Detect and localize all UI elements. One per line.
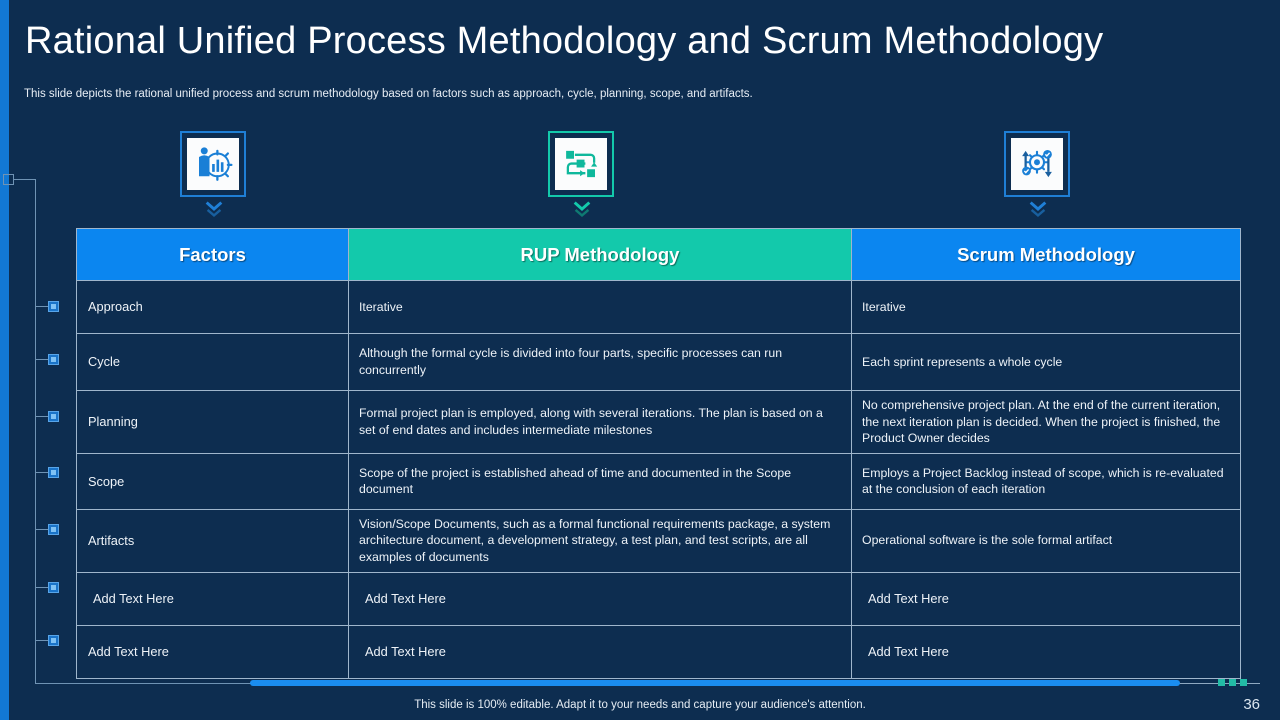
row-bullet-line-3 [36,416,48,417]
row-bullet-line-6 [36,587,48,588]
cell-factor: Cycle [76,333,349,391]
table-row: Artifacts Vision/Scope Documents, such a… [76,508,1241,573]
icon-card-factors-inner [187,138,239,190]
pagination-dot-3[interactable] [1240,679,1247,686]
icon-card-rup-inner [555,138,607,190]
row-bullet-line-7 [36,640,48,641]
cell-scrum: Each sprint represents a whole cycle [851,333,1241,391]
cell-rup: Iterative [348,280,852,334]
footer-note: This slide is 100% editable. Adapt it to… [414,699,866,711]
chevron-down-icon-3 [1029,201,1047,217]
row-bullet-extra-2 [48,635,59,646]
cell-rup: Although the formal cycle is divided int… [348,333,852,391]
connector-vertical-line [35,179,36,684]
cell-factor: Planning [76,390,349,454]
pagination-dot-1[interactable] [1218,679,1225,686]
icon-card-scrum-inner [1011,138,1063,190]
cell-scrum: No comprehensive project plan. At the en… [851,390,1241,454]
icon-card-rup [548,131,614,197]
people-analytics-gear-icon [199,147,233,181]
connector-top-line [14,179,36,180]
column-header-scrum: Scrum Methodology [851,228,1241,281]
cell-scrum-placeholder[interactable]: Add Text Here [851,571,1241,626]
connector-start-square [3,174,14,185]
cell-factor-placeholder[interactable]: Add Text Here [76,571,349,626]
page-title: Rational Unified Process Methodology and… [25,20,1104,62]
chevron-down-icon-1 [205,201,223,217]
cell-scrum: Employs a Project Backlog instead of sco… [851,452,1241,510]
cell-rup: Scope of the project is established ahea… [348,452,852,510]
cell-scrum: Iterative [851,280,1241,334]
pagination-dot-2[interactable] [1229,679,1236,686]
icon-card-scrum [1004,131,1070,197]
row-bullet-cycle [48,354,59,365]
row-bullet-line-1 [36,306,48,307]
row-bullet-approach [48,301,59,312]
cell-rup-placeholder[interactable]: Add Text Here [348,571,852,626]
row-bullet-scope [48,467,59,478]
page-number: 36 [1243,696,1260,713]
agile-cycle-check-icon [1022,150,1052,178]
cell-rup-placeholder[interactable]: Add Text Here [348,624,852,679]
cell-scrum: Operational software is the sole formal … [851,508,1241,573]
row-bullet-extra-1 [48,582,59,593]
pagination-dots[interactable] [1218,679,1247,686]
row-bullet-line-5 [36,529,48,530]
row-bullet-artifacts [48,524,59,535]
cell-rup: Formal project plan is employed, along w… [348,390,852,454]
table-row: Add Text Here Add Text Here Add Text Her… [76,571,1241,626]
cell-factor: Approach [76,280,349,334]
column-header-factors: Factors [76,228,349,281]
table-row: Cycle Although the formal cycle is divid… [76,333,1241,391]
page-subtitle: This slide depicts the rational unified … [24,88,753,100]
process-workflow-icon [566,150,598,178]
table-row: Scope Scope of the project is establishe… [76,452,1241,510]
comparison-table: Factors RUP Methodology Scrum Methodolog… [76,228,1241,679]
cell-factor-placeholder[interactable]: Add Text Here [76,624,349,679]
title-band: Rational Unified Process Methodology and… [0,20,1280,74]
table-row: Approach Iterative Iterative [76,280,1241,334]
row-bullet-line-4 [36,472,48,473]
chevron-down-icon-2 [573,201,591,217]
cell-factor: Artifacts [76,508,349,573]
connector-bottom-line [35,683,250,684]
cell-factor: Scope [76,452,349,510]
left-accent-strip [0,0,9,720]
table-header-row: Factors RUP Methodology Scrum Methodolog… [76,228,1241,281]
row-bullet-line-2 [36,359,48,360]
table-row: Add Text Here Add Text Here Add Text Her… [76,624,1241,679]
row-bullet-planning [48,411,59,422]
column-header-rup: RUP Methodology [348,228,852,281]
cell-scrum-placeholder[interactable]: Add Text Here [851,624,1241,679]
table-row: Planning Formal project plan is employed… [76,390,1241,454]
icon-card-factors [180,131,246,197]
cell-rup: Vision/Scope Documents, such as a formal… [348,508,852,573]
progress-bar[interactable] [250,680,1180,686]
